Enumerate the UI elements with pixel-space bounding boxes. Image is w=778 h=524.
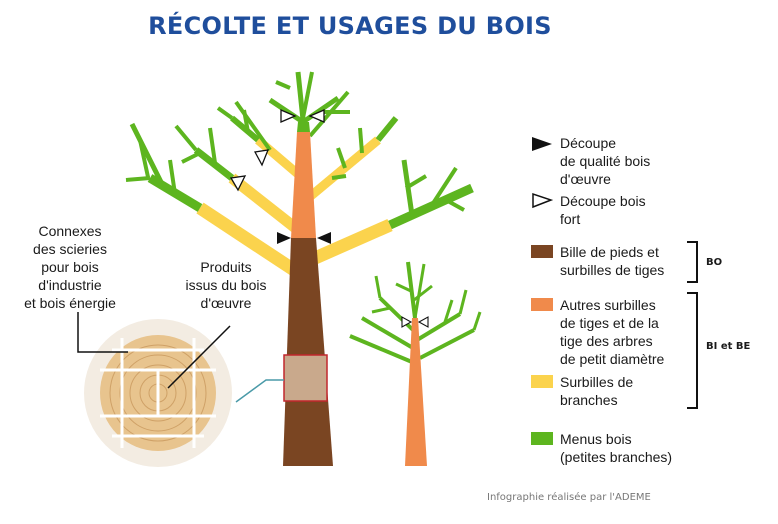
page-title: RÉCOLTE ET USAGES DU BOIS bbox=[148, 12, 552, 40]
bracket-label-bo: BO bbox=[706, 257, 723, 268]
cut-strong-marker-small-left bbox=[401, 316, 413, 328]
swatch-brown bbox=[531, 245, 553, 258]
cut-strong-marker-small-right bbox=[417, 316, 429, 328]
legend-cut-quality: Découpe de qualité bois d'œuvre bbox=[560, 135, 651, 187]
branch-left-mid bbox=[174, 124, 302, 235]
connexes-pointer bbox=[77, 312, 128, 353]
branch-left-low bbox=[125, 122, 301, 278]
cut-strong-marker-top-right bbox=[308, 109, 325, 123]
legend-surbilles-branches: Surbilles de branches bbox=[560, 374, 634, 408]
produits-pointer bbox=[167, 325, 231, 389]
cut-strong-marker-top-left bbox=[280, 109, 297, 123]
small-tree-trunk bbox=[405, 318, 427, 466]
branch-left-high bbox=[216, 100, 302, 179]
outline-arrow-icon bbox=[532, 192, 554, 209]
connexes-label: Connexes des scieries pour bois d'indust… bbox=[24, 223, 116, 311]
trunk-section-box bbox=[283, 354, 328, 402]
cut-quality-marker-left bbox=[277, 232, 291, 244]
branch-right-low bbox=[303, 159, 474, 268]
swatch-yellow bbox=[531, 375, 553, 388]
bracket-label-bi-be: BI et BE bbox=[706, 341, 751, 352]
cut-strong-marker-branch-1 bbox=[253, 149, 270, 167]
trunk-orange-segment bbox=[291, 132, 316, 238]
cut-quality-marker-right bbox=[317, 232, 331, 244]
section-connector bbox=[235, 379, 284, 403]
small-tree bbox=[349, 261, 482, 466]
produits-label: Produits issus du bois d'œuvre bbox=[185, 259, 267, 311]
branch-right-high bbox=[303, 116, 399, 204]
crown-top bbox=[268, 71, 350, 138]
trunk-brown-segment bbox=[283, 238, 333, 466]
bracket-bi-be bbox=[687, 292, 698, 409]
cut-strong-marker-branch-2 bbox=[229, 175, 247, 192]
bracket-bo bbox=[687, 241, 698, 283]
log-cross-section bbox=[77, 312, 284, 467]
legend-menus-bois: Menus bois (petites branches) bbox=[560, 431, 673, 465]
credit-text: Infographie réalisée par l'ADEME bbox=[487, 492, 651, 503]
legend-autres: Autres surbilles de tiges et de la tige … bbox=[560, 297, 665, 367]
swatch-green bbox=[531, 432, 553, 445]
filled-arrow-icon bbox=[532, 137, 552, 151]
trunk-top-green bbox=[297, 122, 310, 132]
legend-cut-strong: Découpe bois fort bbox=[560, 193, 646, 227]
legend-bille: Bille de pieds et surbilles de tiges bbox=[560, 244, 665, 278]
big-tree bbox=[125, 71, 474, 466]
swatch-orange bbox=[531, 298, 553, 311]
legend-icons bbox=[531, 137, 698, 445]
